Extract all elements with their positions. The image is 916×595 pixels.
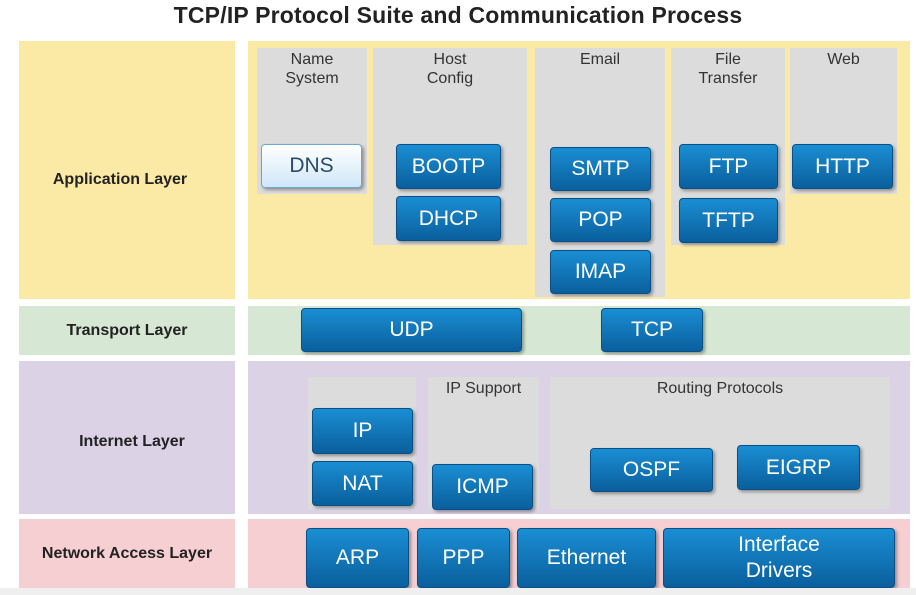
protocol-interface-drivers: Interface Drivers <box>663 528 895 588</box>
protocol-pop: POP <box>550 198 651 242</box>
protocol-imap: IMAP <box>550 250 651 294</box>
diagram-title: TCP/IP Protocol Suite and Communication … <box>173 2 743 28</box>
protocol-ospf: OSPF <box>590 448 713 492</box>
protocol-arp: ARP <box>306 528 409 588</box>
protocol-ethernet: Ethernet <box>517 528 656 588</box>
protocol-ppp: PPP <box>417 528 510 588</box>
protocol-tftp: TFTP <box>679 198 778 243</box>
protocol-ip: IP <box>312 408 413 454</box>
network-access-layer-label-band <box>19 519 235 588</box>
internet-layer-label: Internet Layer <box>79 432 185 450</box>
protocol-nat: NAT <box>312 461 413 506</box>
bottom-edge <box>0 588 916 595</box>
protocol-eigrp: EIGRP <box>737 445 860 490</box>
transport-layer-label: Transport Layer <box>66 321 188 339</box>
application-layer-label: Application Layer <box>52 171 188 188</box>
protocol-bootp: BOOTP <box>396 144 501 189</box>
transport-layer-label-band <box>19 306 235 355</box>
protocol-udp: UDP <box>301 308 522 352</box>
protocol-ftp: FTP <box>679 144 778 189</box>
internet-layer-label-band <box>19 361 235 514</box>
protocol-dhcp: DHCP <box>396 196 501 241</box>
application-layer-label-band <box>19 41 235 299</box>
protocol-dns: DNS <box>261 144 362 188</box>
protocol-http: HTTP <box>792 144 893 189</box>
protocol-icmp: ICMP <box>432 464 533 510</box>
protocol-tcp: TCP <box>601 308 703 352</box>
network-access-layer-label: Network Access Layer <box>41 544 213 562</box>
protocol-smtp: SMTP <box>550 147 651 191</box>
